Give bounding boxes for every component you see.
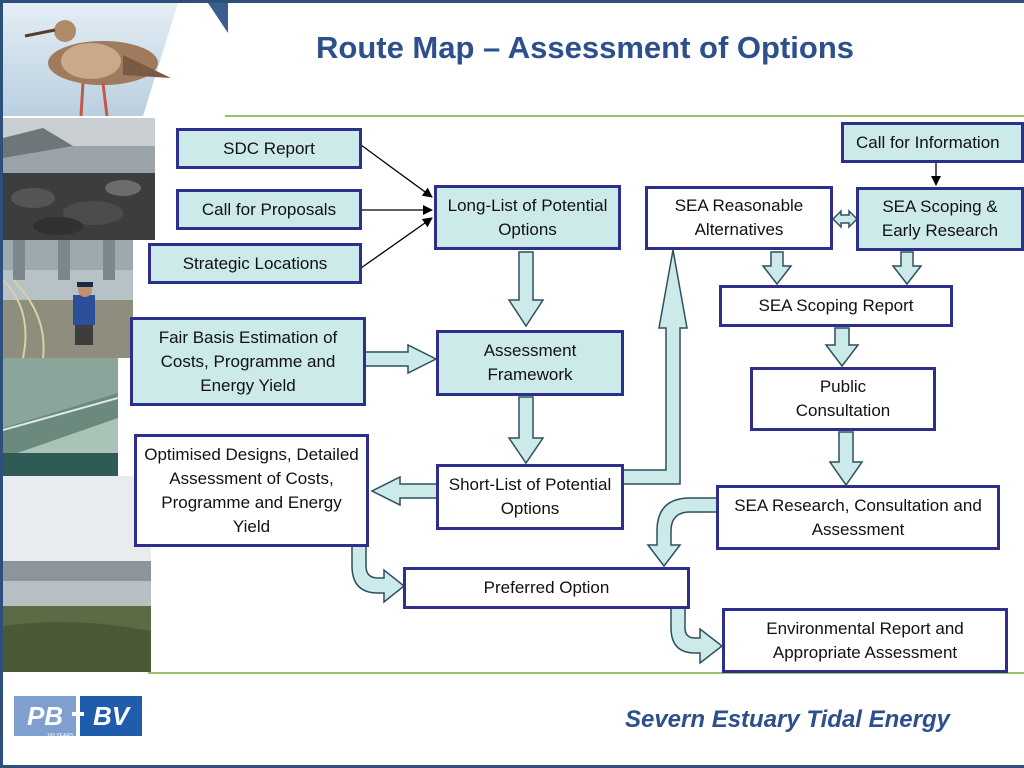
arrow-optimised-to-preferred [351,545,406,604]
arrow-shortlist-to-sea-alternatives [621,249,688,485]
photo-fisherman [3,240,133,358]
frame-bottom [0,765,1024,768]
box-fair-basis-estimation: Fair Basis Estimation of Costs, Programm… [130,317,366,406]
box-sdc-report: SDC Report [176,128,362,169]
arrow-alternatives-scoping-double [831,209,859,229]
footer-divider [148,672,1024,674]
frame-left [0,0,3,768]
arrow-research-to-preferred [646,497,718,568]
photo-bird [3,3,228,116]
arrow-alternatives-to-scoping-report [761,251,793,286]
logo-sub-text: 100 YEARS [47,733,74,739]
box-call-for-proposals: Call for Proposals [176,189,362,230]
box-long-list: Long-List of Potential Options [434,185,621,250]
page-title: Route Map – Assessment of Options [316,30,854,65]
box-optimised-designs: Optimised Designs, Detailed Assessment o… [134,434,369,547]
line-sdc-to-longlist [360,144,433,198]
photo-barrage [3,358,118,476]
logo-right-text: BV [93,701,132,731]
arrow-shortlist-to-optimised [370,475,439,507]
box-call-for-information: Call for Information [841,122,1024,163]
logo-left-text: PB [27,701,63,731]
arrow-fairbasis-to-framework [364,343,438,375]
photo-rocks [3,118,155,240]
arrow-preferred-to-envreport [670,607,724,665]
arrow-scoping-to-scoping-report [891,251,923,286]
arrow-framework-to-shortlist [507,396,545,465]
box-sea-scoping-report: SEA Scoping Report [719,285,953,327]
box-environmental-report: Environmental Report and Appropriate Ass… [722,608,1008,673]
title-divider [225,115,1024,117]
box-sea-research: SEA Research, Consultation and Assessmen… [716,485,1000,550]
arrow-longlist-to-framework [507,251,545,328]
box-public-consultation: Public Consultation [750,367,936,431]
box-short-list: Short-List of Potential Options [436,464,624,530]
line-strategic-to-longlist [360,217,433,269]
photo-estuary [3,476,151,672]
company-logo: PB BV 100 YEARS [14,692,142,742]
footer-title: Severn Estuary Tidal Energy [624,706,950,733]
frame-top [0,0,1024,3]
arrow-consultation-to-research [828,431,864,487]
box-sea-reasonable-alternatives: SEA Reasonable Alternatives [645,186,833,250]
box-assessment-framework: Assessment Framework [436,330,624,396]
arrow-scopingreport-to-consultation [824,327,860,368]
box-preferred-option: Preferred Option [403,567,690,609]
box-sea-scoping-early-research: SEA Scoping & Early Research [856,187,1024,251]
box-strategic-locations: Strategic Locations [148,243,362,284]
